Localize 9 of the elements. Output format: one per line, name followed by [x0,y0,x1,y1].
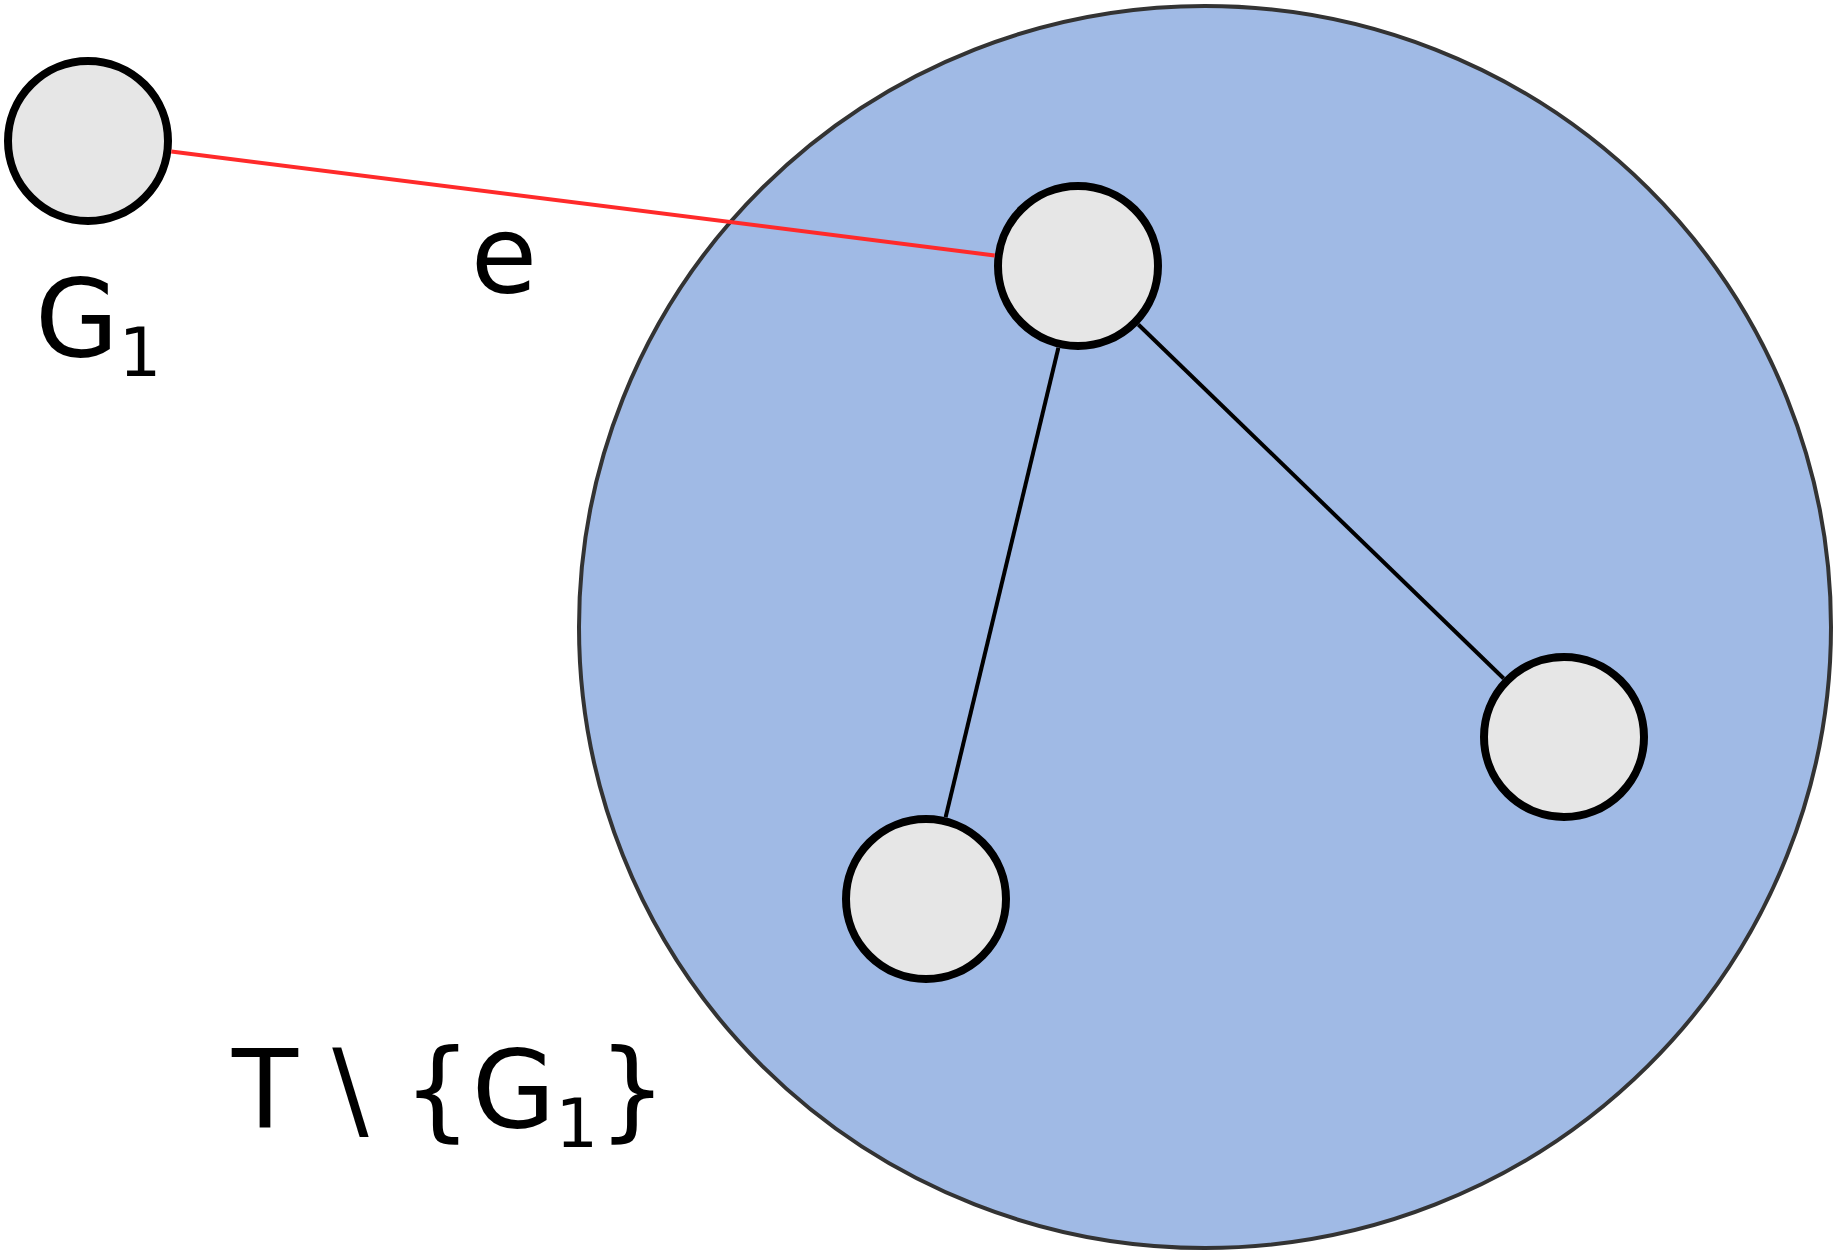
set-label: T \ {G$_{1}$} [232,1036,667,1159]
edge-line [1136,323,1506,680]
edge-label: e [470,201,538,310]
edge-line [171,149,995,258]
vertex-label: G$_{1}$ [35,265,162,388]
graph-vertex [842,815,1010,983]
edge-line [943,347,1061,818]
graph-vertex [1480,653,1648,821]
graph-vertex [994,182,1162,350]
